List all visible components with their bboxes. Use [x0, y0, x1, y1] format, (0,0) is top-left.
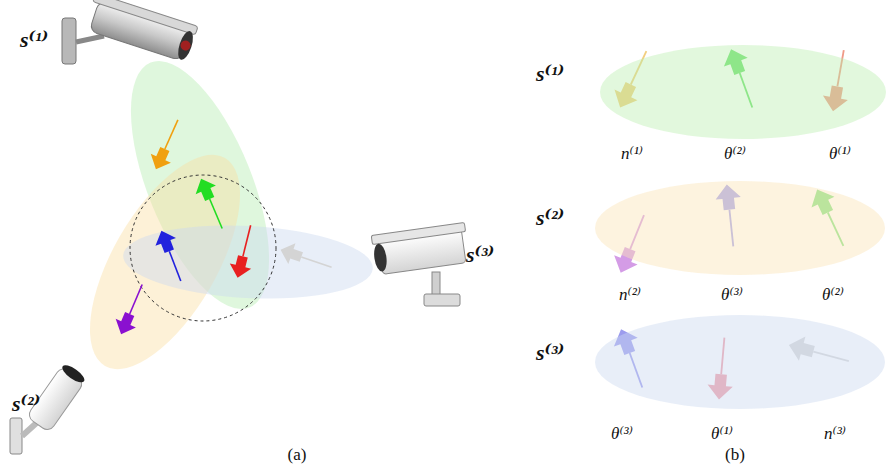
variable-label: n⁽³⁾: [824, 425, 846, 444]
set-ellipse: [595, 315, 885, 409]
variable-label: θ⁽²⁾: [822, 286, 844, 305]
camera-icon: [371, 223, 470, 306]
person-arrows: [111, 115, 335, 338]
set-symbol: s⁽³⁾: [536, 341, 564, 365]
variable-label: θ⁽³⁾: [721, 286, 743, 305]
camera-label: s⁽²⁾: [12, 392, 40, 416]
camera-label: s⁽³⁾: [466, 243, 494, 267]
camera-icon: [62, 0, 198, 64]
camera-observation-set: s⁽¹⁾ n⁽¹⁾ θ⁽²⁾ θ⁽¹⁾: [528, 40, 886, 172]
variable-label: θ⁽¹⁾: [829, 145, 851, 164]
camera-observation-set: s⁽²⁾ n⁽²⁾ θ⁽³⁾ θ⁽²⁾: [528, 180, 886, 312]
variable-label: θ⁽¹⁾: [711, 425, 733, 444]
set-ellipse: [595, 181, 885, 275]
set-symbol: s⁽¹⁾: [536, 62, 564, 86]
variable-label: θ⁽³⁾: [611, 425, 633, 444]
set-symbol: s⁽²⁾: [536, 206, 564, 230]
set-ellipse: [600, 45, 886, 139]
variable-label: n⁽¹⁾: [621, 145, 643, 164]
camera-observation-set: s⁽³⁾ θ⁽³⁾ θ⁽¹⁾ n⁽³⁾: [528, 315, 886, 450]
view-regions: [60, 43, 375, 392]
variable-label: n⁽²⁾: [619, 286, 641, 305]
camera-label: s⁽¹⁾: [20, 28, 48, 52]
camera-icon: [10, 362, 88, 454]
panel-label: (b): [725, 446, 745, 465]
variable-label: θ⁽²⁾: [724, 145, 746, 164]
panel-label: (a): [288, 446, 307, 465]
